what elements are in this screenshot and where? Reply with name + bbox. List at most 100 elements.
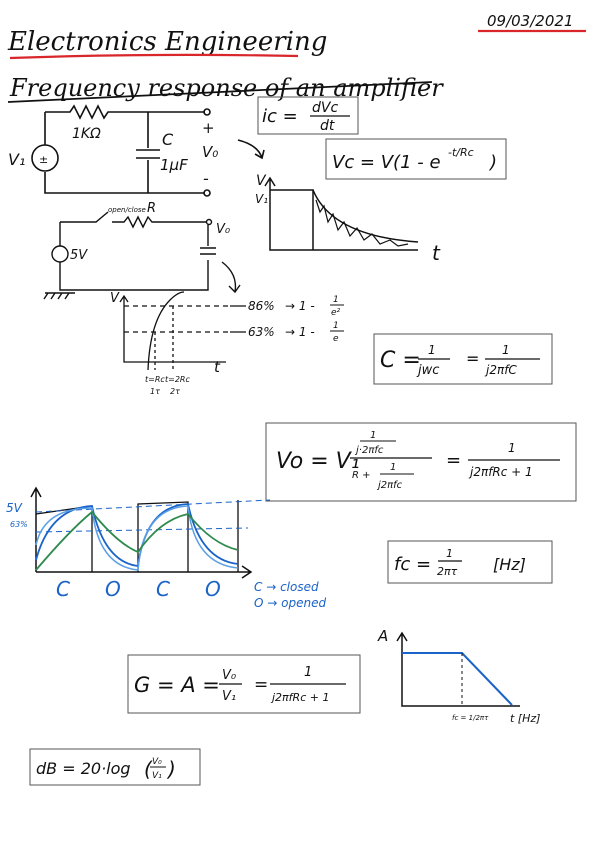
square-ylevel: 63% [10, 520, 28, 529]
charge-frac1-den: e² [331, 308, 341, 318]
rc-circuit [31, 104, 265, 197]
c-eq: = [466, 349, 479, 368]
vc-close: ) [488, 152, 497, 173]
fc-unit: [Hz] [493, 555, 526, 574]
vo-d2: 1 [390, 462, 396, 473]
square-ymax: 5V [6, 501, 23, 515]
switch-label: open/close [108, 206, 146, 214]
rc-minus: - [203, 169, 209, 188]
state-label: C [156, 577, 170, 601]
vo-rden: j2πfRc + 1 [468, 465, 533, 479]
fc-formula-box [387, 540, 553, 584]
g-den2: j2πfRc + 1 [270, 691, 329, 704]
fc-num: 1 [446, 547, 453, 560]
g-formula-box [127, 654, 361, 714]
vc-graph-ylabel: V [256, 173, 267, 189]
switch-output: V₀ [216, 222, 231, 237]
switch-resistor: R [147, 201, 156, 216]
db-paren-close: ) [166, 757, 176, 781]
charge-arrow-2: → 1 - [285, 325, 315, 339]
vc-eq: Vᴄ = V(1 - e [332, 152, 441, 173]
c-lhs: C = [380, 348, 421, 373]
state-label: C [56, 577, 70, 601]
legend-opened: O → opened [254, 596, 326, 610]
title-underline [7, 81, 433, 103]
rc-source-label: V₁ [8, 150, 25, 169]
db-formula-box [29, 748, 201, 786]
bode-xlabel: t [Hz] [510, 712, 540, 725]
rc-plus: + [202, 119, 215, 137]
switch-source: 5V [70, 248, 88, 263]
c-den1: jwc [416, 363, 439, 378]
charge-t2-bot: 2τ [170, 387, 180, 396]
light-blue-response [35, 505, 239, 571]
charge-level-63: 63% [248, 325, 275, 339]
ic-num: dVᴄ [312, 100, 338, 116]
rc-source-pm: ± [39, 153, 48, 166]
c-num1: 1 [428, 343, 436, 357]
square-wave-graph [30, 486, 271, 579]
fc-lhs: fᴄ = [394, 554, 431, 575]
rc-capacitor-name: C [162, 130, 174, 149]
charge-arrow-1: → 1 - [285, 299, 315, 313]
date-text: 09/03/2021 [487, 12, 573, 30]
vo-d1: R + [352, 470, 371, 481]
charge-xlabel: t [214, 358, 221, 376]
rc-capacitor-value: 1μF [160, 156, 188, 174]
charge-t2-top: t=2Rc [165, 375, 190, 384]
vo-eq: = [446, 450, 461, 471]
vo-d3: j2πfc [376, 480, 403, 491]
vc-hatch [315, 199, 409, 247]
charge-frac2-num: 1 [333, 321, 339, 331]
subject-underline [9, 53, 299, 60]
rc-output: V₀ [202, 143, 218, 161]
subject-title: Electronics Engineering [7, 27, 327, 57]
vo-formula-box [265, 422, 577, 502]
state-label: O [205, 577, 221, 601]
vo-n1: 1 [370, 430, 376, 441]
ic-lhs: iᴄ = [262, 106, 298, 127]
charge-graph [119, 291, 228, 371]
c-den2: j2πfC [484, 363, 517, 377]
green-response [35, 510, 239, 571]
vc-graph-ysub: V₁ [255, 192, 268, 206]
charge-level-arrows [230, 305, 246, 333]
c-num2: 1 [502, 343, 510, 357]
db-den: V₁ [152, 771, 162, 781]
vc-exp: -t/Rᴄ [448, 146, 474, 159]
legend-closed: C → closed [254, 580, 319, 594]
rc-resistor-label: 1KΩ [72, 126, 101, 142]
charge-t1-top: t=Rc [145, 375, 165, 384]
fc-den: 2πτ [437, 565, 458, 578]
vc-graph-xlabel: t [432, 241, 441, 265]
page-title: Frequency response of an amplifier [9, 74, 444, 102]
g-lhs: G = A = [134, 673, 220, 697]
vc-formula-box [325, 138, 507, 180]
ic-den: dt [320, 118, 335, 134]
charge-level-86: 86% [248, 299, 275, 313]
charge-ylabel: V [110, 291, 120, 306]
state-label: O [105, 577, 121, 601]
state-labels: C O C O [56, 577, 221, 601]
g-num1: V₀ [222, 668, 237, 683]
g-num2: 1 [304, 665, 312, 680]
vc-graph [264, 176, 419, 251]
c-formula-box [373, 333, 553, 385]
bode-graph [396, 631, 520, 707]
vo-n2: j·2πfc [354, 445, 384, 456]
g-eq: = [254, 675, 268, 695]
bode-fc-mark: fᴄ = 1/2πτ [452, 714, 489, 722]
charge-t1-bot: 1τ [150, 387, 160, 396]
bode-ylabel: A [377, 627, 388, 645]
charge-frac1-num: 1 [333, 295, 339, 305]
vo-lhs: Vo = V₁ [276, 449, 360, 474]
db-lhs: dB = 20·log [36, 759, 131, 778]
switch-circuit [43, 211, 241, 300]
vo-rnum: 1 [508, 441, 516, 455]
db-num: V₀ [152, 757, 162, 767]
charge-frac2-den: e [333, 334, 339, 344]
db-paren-open: ( [144, 757, 153, 781]
ic-formula-box [257, 96, 359, 135]
g-den1: V₁ [222, 689, 236, 704]
